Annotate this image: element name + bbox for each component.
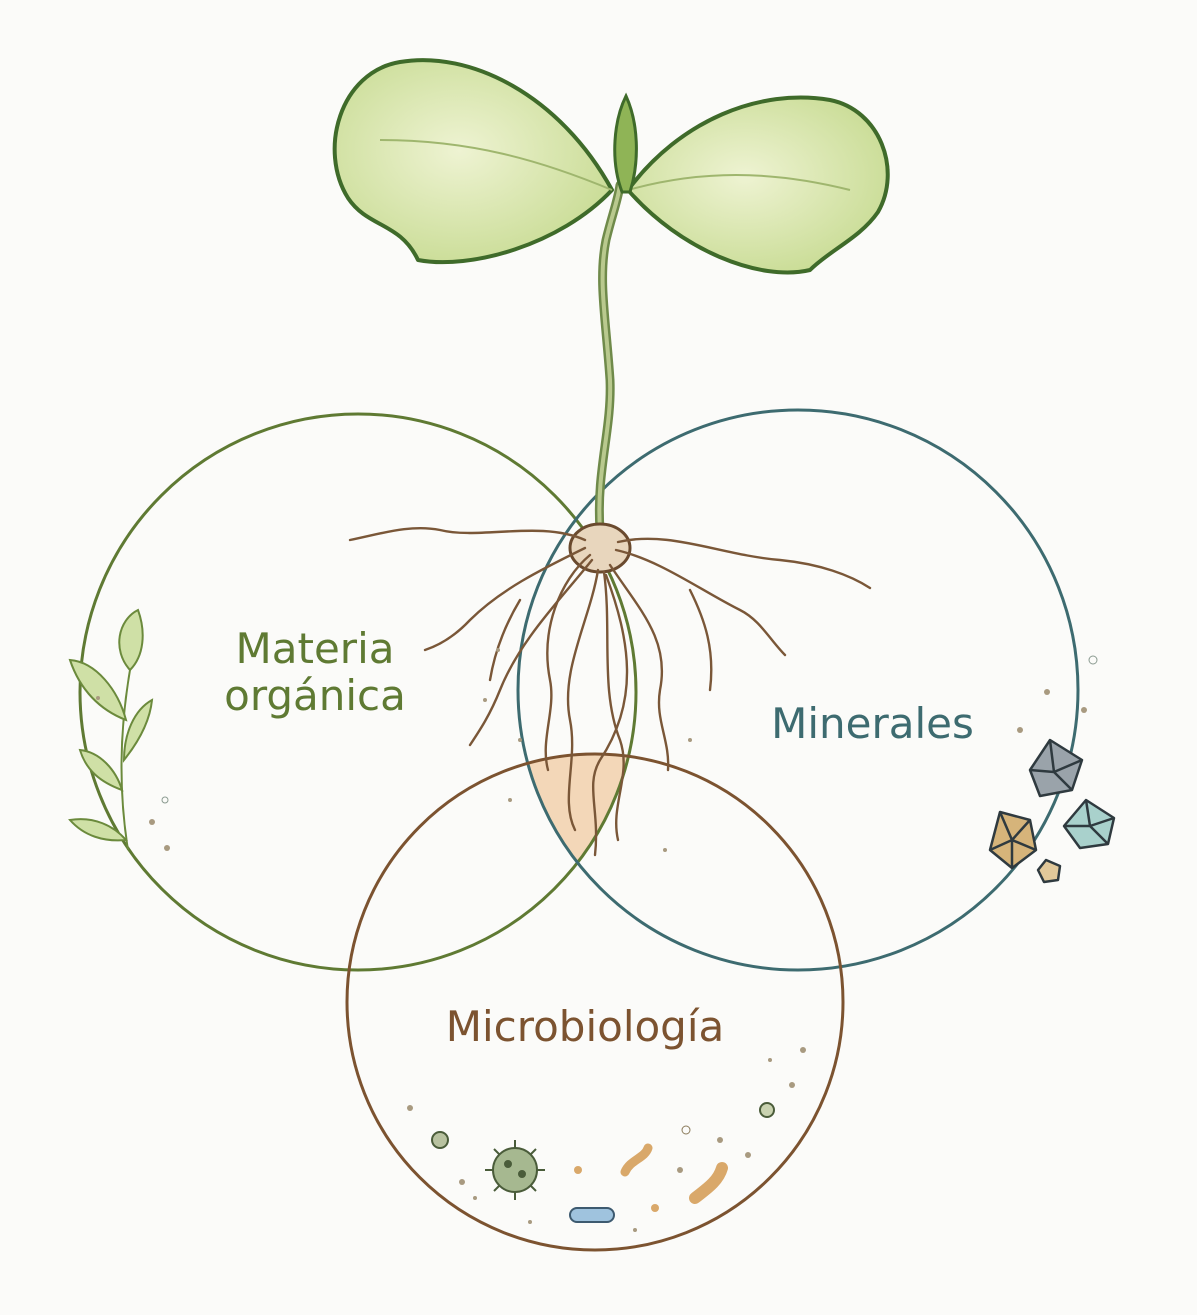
- microbes-decoration: [431, 1102, 775, 1223]
- leaf-sprig-decoration: [68, 608, 154, 851]
- crystal-gray: [1028, 738, 1084, 798]
- crystal-small: [1036, 858, 1062, 884]
- left-cotyledon-leaf: [332, 58, 614, 265]
- virus-microbe: [485, 1140, 545, 1200]
- organic-matter-circle: [78, 412, 638, 972]
- bean-microbe-large: [689, 1162, 728, 1204]
- right-cotyledon-leaf: [626, 95, 890, 275]
- spore-microbe: [431, 1131, 449, 1149]
- spore-microbe-2: [759, 1102, 775, 1118]
- minerals-label: Minerales: [771, 699, 974, 748]
- microbiology-label: Microbiología: [445, 1002, 725, 1051]
- bud: [613, 92, 638, 194]
- minerals-circle: [516, 408, 1080, 972]
- microbiology-circle: [345, 752, 845, 1252]
- soil-particles: [96, 648, 1098, 1232]
- bacillus-microbe: [569, 1207, 615, 1223]
- roots: [348, 526, 872, 857]
- mineral-crystals-decoration: [988, 738, 1116, 884]
- seedling-illustration: [332, 58, 890, 857]
- bean-microbe: [620, 1143, 653, 1177]
